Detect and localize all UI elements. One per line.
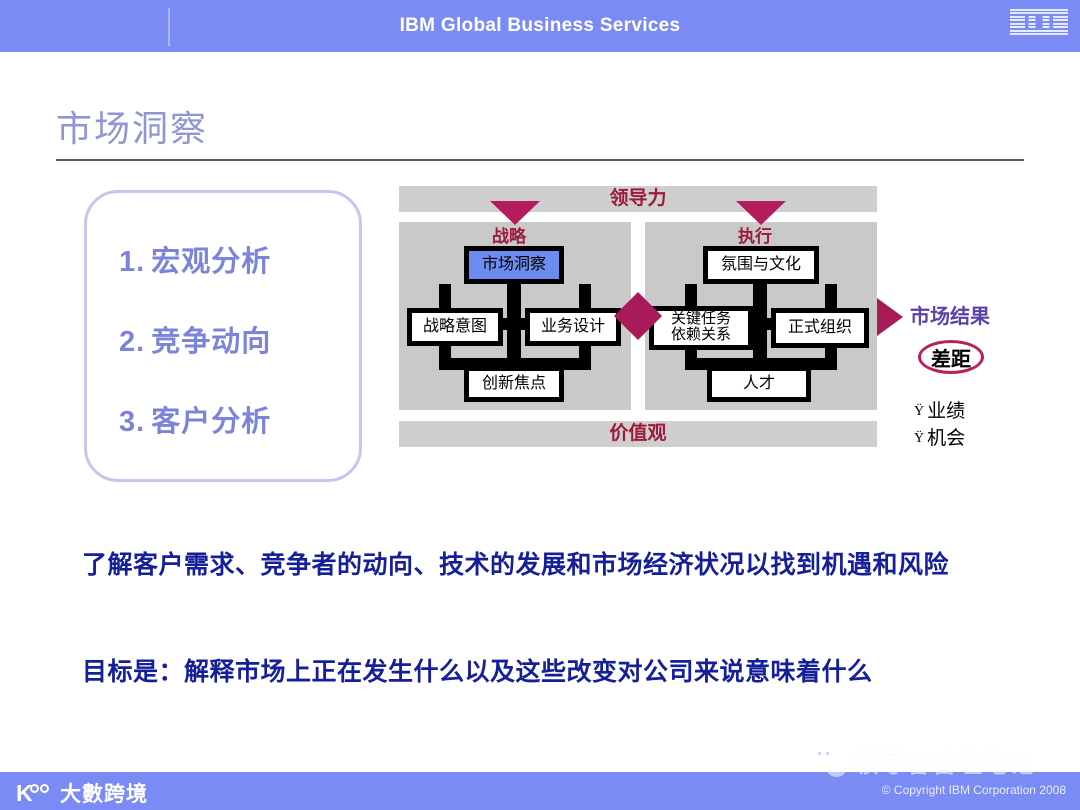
copyright-text: © Copyright IBM Corporation 2008 xyxy=(881,783,1066,797)
brand-logo-letter: K xyxy=(16,780,33,806)
list-item-number: 2. xyxy=(119,326,146,358)
node-key-task-dependency[interactable]: 关键任务 依赖关系 xyxy=(649,306,753,350)
list-item-label: 客户分析 xyxy=(151,406,272,438)
list-item: 3.客户分析 xyxy=(119,398,271,440)
result-bullet-label: 业绩 xyxy=(927,401,966,422)
list-item-number: 3. xyxy=(119,406,146,438)
strategy-arrow-icon xyxy=(490,201,540,225)
wechat-watermark-label: 领导者管理笔记 xyxy=(853,750,1036,778)
title-divider xyxy=(56,159,1024,161)
header-divider xyxy=(168,8,170,46)
app-header: IBM Global Business Services xyxy=(0,0,1080,52)
brand-watermark-label: 大數跨境 xyxy=(60,783,148,806)
connector-vertical-lower xyxy=(507,322,521,368)
ibm-logo-bar xyxy=(1010,29,1068,32)
diagram-panel-strategy: 市场洞察 战略意图 业务设计 创新焦点 xyxy=(399,222,631,410)
footer-bar xyxy=(0,772,1080,810)
ibm-logo-bar xyxy=(1010,19,1068,22)
ibm-logo-bar xyxy=(1010,26,1068,29)
wechat-bubble-small xyxy=(827,762,846,777)
list-item: 2.竞争动向 xyxy=(119,318,271,360)
node-business-design[interactable]: 业务设计 xyxy=(525,308,621,346)
ibm-logo-icon xyxy=(1010,9,1068,35)
node-line-2: 依赖关系 xyxy=(670,327,731,343)
ibm-logo-bar xyxy=(1010,22,1068,25)
execution-arrow-icon xyxy=(736,201,786,225)
node-market-insight[interactable]: 市场洞察 xyxy=(464,246,564,284)
body-paragraph-1: 了解客户需求、竞争者的动向、技术的发展和市场经济状况以找到机遇和风险 xyxy=(82,551,950,579)
diagram-band-values: 价值观 xyxy=(399,421,877,447)
wechat-dot xyxy=(826,752,829,755)
wechat-dot xyxy=(818,752,821,755)
node-strategic-intent[interactable]: 战略意图 xyxy=(407,308,503,346)
node-talent[interactable]: 人才 xyxy=(707,366,811,402)
result-arrow-icon xyxy=(877,298,903,336)
ibm-logo-bar xyxy=(1010,9,1068,11)
ibm-logo-bar xyxy=(1010,32,1068,35)
list-item: 1.宏观分析 xyxy=(119,238,271,280)
brand-logo-circle xyxy=(30,784,39,793)
node-formal-organization[interactable]: 正式组织 xyxy=(771,308,869,348)
market-result-title: 市场结果 xyxy=(910,306,990,328)
node-line-1: 关键任务 xyxy=(670,311,731,328)
gap-badge: 差距 xyxy=(918,340,984,374)
brand-watermark: K 大數跨境 xyxy=(16,778,148,808)
wechat-icon xyxy=(812,747,846,777)
list-item-label: 宏观分析 xyxy=(151,246,272,278)
diagram-sublabel-execution: 执行 xyxy=(738,227,772,246)
node-climate-culture[interactable]: 氛围与文化 xyxy=(703,246,819,284)
header-title: IBM Global Business Services xyxy=(399,15,681,36)
page-title: 市场洞察 xyxy=(56,109,209,149)
ibm-logo-bar xyxy=(1010,15,1068,18)
connector-vertical-lower xyxy=(753,322,767,368)
ibm-logo-bar xyxy=(1010,12,1068,15)
diagram-sublabel-strategy: 战略 xyxy=(492,227,526,246)
bullet-glyph-icon: Ÿ xyxy=(914,404,925,419)
wechat-watermark: 领导者管理笔记 xyxy=(812,744,1035,780)
diagram-panel-execution: 氛围与文化 关键任务 依赖关系 正式组织 人才 xyxy=(645,222,877,410)
result-bullet-label: 机会 xyxy=(927,428,966,449)
diagram-band-leadership: 领导力 xyxy=(399,186,877,212)
node-innovation-focus[interactable]: 创新焦点 xyxy=(464,366,564,402)
brand-logo-circle xyxy=(40,784,49,793)
numbered-list-box: 1.宏观分析 2.竞争动向 3.客户分析 xyxy=(84,190,362,482)
body-paragraph-2: 目标是：解释市场上正在发生什么以及这些改变对公司来说意味着什么 xyxy=(82,658,873,686)
list-item-label: 竞争动向 xyxy=(151,326,272,358)
list-item-number: 1. xyxy=(119,246,146,278)
blm-diagram: 领导力 价值观 市场洞察 战略意图 业务设计 创新焦点 氛围与文化 关键任务 依… xyxy=(399,186,903,447)
bullet-glyph-icon: Ÿ xyxy=(914,431,925,446)
connector-vertical xyxy=(507,280,521,326)
brand-logo-icon: K xyxy=(16,781,52,805)
wechat-bubble-large xyxy=(812,747,836,770)
connector-vertical xyxy=(753,280,767,326)
